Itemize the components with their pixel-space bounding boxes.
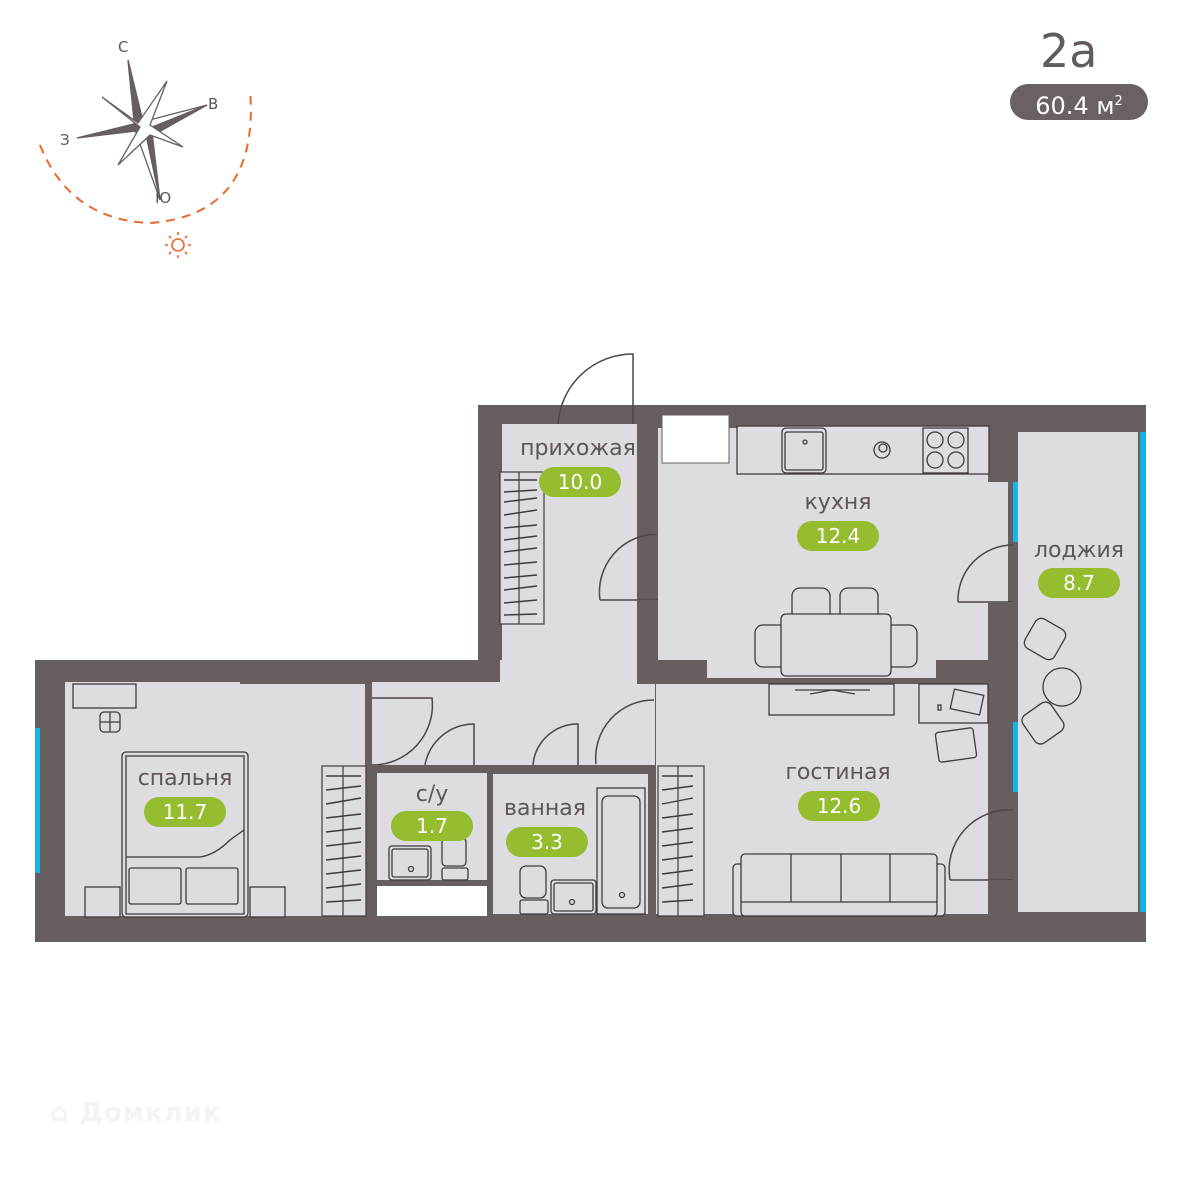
- compass-east: В: [208, 95, 219, 113]
- area-badge-living: 12.6: [798, 791, 880, 821]
- room-label-loggia: лоджия: [1033, 538, 1125, 563]
- area-badge-hallway: 10.0: [539, 467, 621, 497]
- watermark-text: Домклик: [79, 1098, 222, 1128]
- room-label-wc: с/у: [415, 782, 449, 807]
- dining-set: [754, 587, 918, 677]
- area-unit-sup: 2: [1114, 94, 1123, 109]
- loggia-furniture: [1021, 617, 1082, 745]
- room-label-hallway: прихожая: [520, 436, 636, 461]
- sun-path: [39, 89, 252, 225]
- wardrobes: [321, 471, 705, 917]
- sofa: [732, 853, 946, 917]
- area-badge-kitchen: 12.4: [797, 521, 879, 551]
- doors: [371, 353, 1014, 881]
- bathroom-fixtures: [519, 787, 646, 915]
- sun-icon: [165, 232, 191, 258]
- area-badge-loggia: 8.7: [1038, 568, 1120, 598]
- bedroom-furniture: [72, 683, 286, 918]
- room-label-living: гостиная: [785, 760, 891, 785]
- compass-north: С: [118, 38, 129, 56]
- kitchen-counter: [736, 425, 990, 475]
- desk: [918, 683, 989, 763]
- room-label-bathroom: ванная: [504, 796, 586, 821]
- area-badge-bedroom: 11.7: [144, 797, 226, 827]
- total-area-value: 60.4: [1035, 92, 1089, 120]
- windows: [35, 432, 1146, 912]
- domclick-watermark: ⌂ Домклик: [50, 1100, 222, 1126]
- wc-fixtures: [388, 837, 469, 881]
- compass-rose: [76, 59, 208, 201]
- room-label-kitchen: кухня: [804, 490, 872, 515]
- area-badge-wc: 1.7: [391, 811, 473, 841]
- compass-west: З: [60, 131, 70, 149]
- room-label-bedroom: спальня: [137, 766, 233, 791]
- total-area-badge: 60.4 м2: [1010, 84, 1148, 120]
- house-logo-icon: ⌂: [50, 1098, 80, 1128]
- area-badge-bathroom: 3.3: [506, 827, 588, 857]
- area-unit: м: [1096, 92, 1115, 120]
- compass-south: Ю: [155, 189, 172, 207]
- apartment-type: 2а: [1040, 24, 1098, 78]
- tv-stand: [768, 683, 895, 716]
